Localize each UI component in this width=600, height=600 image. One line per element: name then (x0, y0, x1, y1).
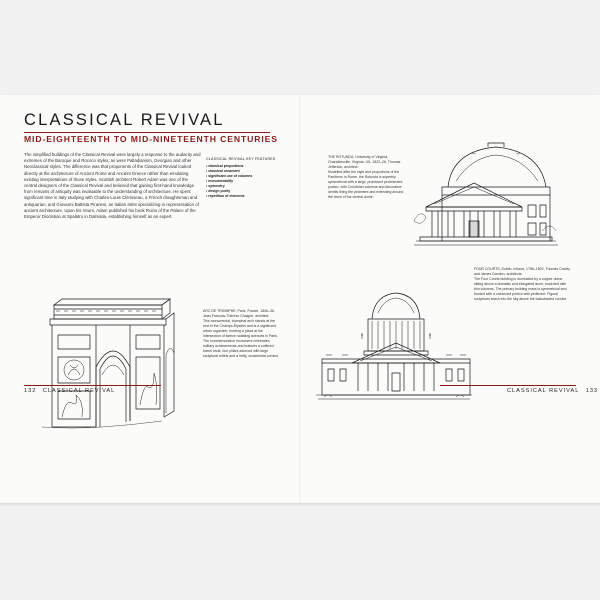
left-folio: 132 CLASSICAL REVIVAL (24, 388, 115, 394)
arc-caption-title: ARC DE TRIOMPHE, Paris, France, 1806–36,… (203, 309, 275, 318)
feature-item: • classical proportions (206, 164, 288, 169)
left-footer-rule (24, 385, 161, 386)
feature-text: symmetry (208, 183, 225, 188)
feature-text: classical proportions (208, 163, 244, 168)
feature-text: classical ornament (208, 168, 240, 173)
page-subtitle: MID-EIGHTEENTH TO MID-NINETEENTH CENTURI… (24, 134, 278, 144)
left-page-number: 132 (24, 388, 37, 394)
rotunda-drawing (412, 141, 560, 247)
right-footer-rule (440, 385, 576, 386)
arc-caption-body: This monumental, triumphal arch stands a… (203, 319, 280, 358)
feature-bullet: • (206, 178, 209, 183)
page-title: CLASSICAL REVIVAL (24, 111, 225, 129)
four-courts-drawing (316, 291, 472, 401)
book-spread: CLASSICAL REVIVAL MID-EIGHTEENTH TO MID-… (0, 95, 600, 503)
arc-caption: ARC DE TRIOMPHE, Paris, France, 1806–36,… (203, 309, 281, 359)
feature-item: • design purity (206, 189, 288, 194)
left-running-head: CLASSICAL REVIVAL (42, 388, 116, 394)
arc-de-triomphe-drawing (32, 295, 182, 431)
feature-item: • significant use of columns (206, 174, 288, 179)
feature-item: • symmetry (206, 184, 288, 189)
right-folio: CLASSICAL REVIVAL 133 (507, 388, 600, 394)
feature-text: repetition of elements (208, 193, 245, 198)
key-features-list: • classical proportions • classical orna… (206, 164, 288, 199)
feature-text: monumentality (208, 178, 234, 183)
feature-bullet: • (206, 163, 209, 168)
book-gutter (299, 95, 301, 503)
rotunda-caption-title: THE ROTUNDA, University of Virginia, Cha… (328, 155, 401, 169)
rotunda-caption-body: Modelled after the style and proportions… (328, 170, 404, 199)
feature-bullet: • (206, 183, 209, 188)
title-rule (24, 132, 270, 133)
feature-item: • monumentality (206, 179, 288, 184)
key-features-box: CLASSICAL REVIVAL KEY FEATURES • classic… (206, 157, 288, 199)
feature-item: • repetition of elements (206, 194, 288, 199)
feature-bullet: • (206, 193, 209, 198)
feature-bullet: • (206, 168, 209, 173)
feature-text: significant use of columns (208, 173, 253, 178)
key-features-title: CLASSICAL REVIVAL KEY FEATURES (206, 157, 276, 161)
fourcourts-caption: FOUR COURTS, Dublin, Ireland, 1786–1802,… (474, 267, 570, 302)
fourcourts-caption-title: FOUR COURTS, Dublin, Ireland, 1786–1802,… (474, 267, 570, 276)
fourcourts-caption-body: The Four Courts building is dominated by… (474, 277, 568, 301)
intro-paragraph: The simplified buildings of the Classica… (24, 152, 201, 220)
feature-bullet: • (206, 173, 209, 178)
right-running-head: CLASSICAL REVIVAL (507, 388, 580, 394)
feature-item: • classical ornament (206, 169, 288, 174)
rotunda-caption: THE ROTUNDA, University of Virginia, Cha… (328, 155, 408, 200)
feature-bullet: • (206, 188, 209, 193)
feature-text: design purity (208, 188, 231, 193)
right-page-number: 133 (585, 388, 599, 394)
